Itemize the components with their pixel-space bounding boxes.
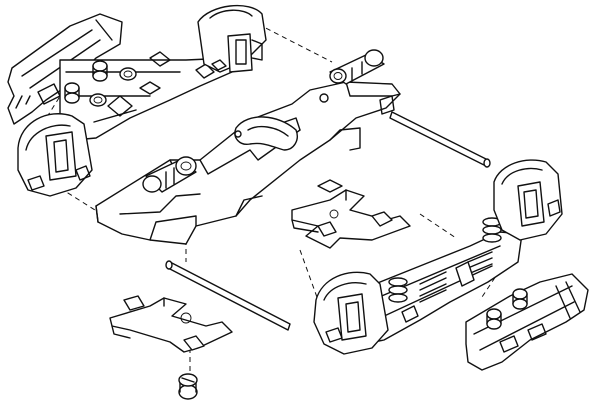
axle-pin-top (329, 49, 385, 85)
wheel-lower-mid (313, 271, 389, 355)
bracket-center (291, 179, 411, 249)
bolster-chassis-plate (95, 81, 401, 245)
leaf-springs (419, 251, 493, 303)
frame-pins (64, 60, 137, 107)
wheel-left (17, 113, 93, 197)
bracket-lower-left (109, 295, 233, 353)
brake-shoe-lower-right (465, 273, 589, 371)
coil-springs (388, 217, 502, 303)
axle-pin-lower (142, 156, 197, 193)
screw (178, 373, 198, 400)
axle-rods (165, 111, 491, 331)
wheel-upper-right (197, 4, 267, 73)
wheel-right (493, 159, 563, 241)
